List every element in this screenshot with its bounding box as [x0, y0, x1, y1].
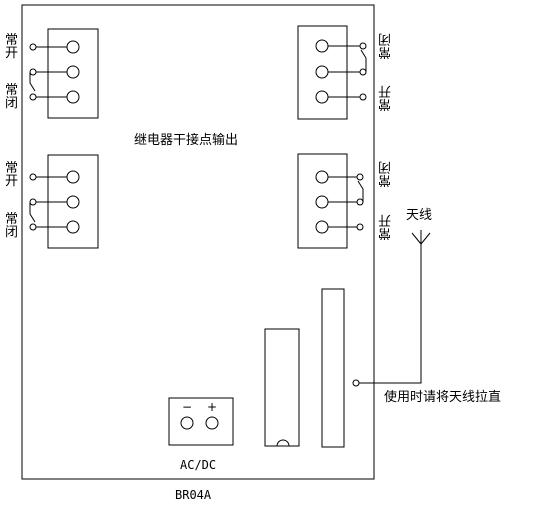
terminal-block-right-bottom: [297, 153, 364, 249]
power-minus-label: −: [182, 400, 193, 414]
label-left-bottom-no: 常开: [5, 161, 19, 189]
power-plus-label: +: [207, 400, 218, 414]
antenna-note: 使用时请将天线拉直: [384, 390, 502, 405]
antenna-label: 天线: [406, 208, 433, 223]
label-right-top-no: 常开: [377, 83, 391, 111]
antenna-wire: [352, 230, 431, 387]
label-right-bottom-no: 常开: [377, 212, 391, 240]
label-left-top-no: 常开: [5, 33, 19, 61]
label-right-top-nc: 常闭: [377, 31, 391, 59]
antenna-module: [321, 288, 345, 448]
terminal-block-right-top: [297, 25, 367, 120]
terminal-block-left-bottom: [29, 154, 99, 249]
terminal-block-left-top: [29, 28, 99, 119]
board-outline: [21, 4, 375, 480]
label-left-top-nc: 常闭: [5, 83, 19, 111]
model-label: BR04A: [175, 488, 212, 502]
relay-output-title: 继电器干接点输出: [134, 133, 239, 148]
battery-slot: [264, 328, 300, 447]
power-connector: [168, 397, 234, 446]
label-left-bottom-nc: 常闭: [5, 212, 19, 240]
power-label: AC/DC: [180, 458, 217, 472]
label-right-bottom-nc: 常闭: [377, 159, 391, 187]
